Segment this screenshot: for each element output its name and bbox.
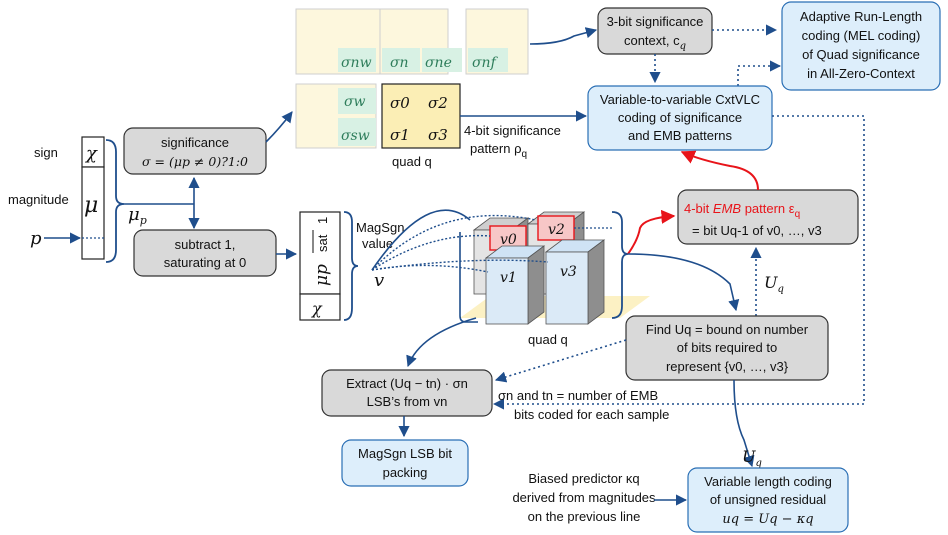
svg-text:σ = (μp ≠ 0)?1:0: σ = (μp ≠ 0)?1:0 [142,154,248,169]
v-solid-curve [371,209,471,271]
magsgn-label-2: value [362,236,393,251]
sigma-sw: σsw [341,128,370,144]
sigma-0: σ0 [390,94,410,112]
vlc-box: Variable-to-variable CxtVLC coding of si… [587,85,773,151]
svg-text:= bit Uq-1 of v0, …, v3: = bit Uq-1 of v0, …, v3 [692,223,822,238]
magnitude-label: magnitude [8,192,69,207]
quad-q-top-label: quad q [392,154,432,169]
v-to-v2 [371,214,537,271]
context-grid: σnw σn σne σnf σw σsw σ0 σ2 σ1 σ3 quad q [295,8,529,169]
arrow-quad-to-extract [406,317,477,368]
note-line-2: bits coded for each sample [514,407,669,422]
svg-text:3-bit significance: 3-bit significance [607,14,704,29]
sigma-nf: σnf [472,55,499,71]
svg-text:coding (MEL coding): coding (MEL coding) [802,28,921,43]
arrow-grid-to-context [529,27,598,45]
v2-label: v2 [548,222,565,238]
arrow-quad-to-find [627,253,740,312]
sigma-1: σ1 [390,126,410,144]
sign-label: sign [34,145,58,160]
quad-q-bottom-label: quad q [528,332,568,347]
red-emb-to-vlc [680,150,759,191]
v3-label: v3 [560,264,577,280]
uq-label-lower: Uq [742,447,762,469]
uq-label-upper: Uq [764,273,784,295]
sig4-label-1: 4-bit significance [464,123,561,138]
v1-label: v1 [500,270,517,286]
svg-text:represent {v0, …, v3}: represent {v0, …, v3} [666,359,789,374]
arrow-sig-to-grid [265,111,293,143]
stack-brace [343,211,359,321]
svg-text:Find Uq = bound on number: Find Uq = bound on number [646,322,809,337]
svg-text:Variable-to-variable CxtVLC: Variable-to-variable CxtVLC [600,92,760,107]
svg-text:subtract 1,: subtract 1, [175,237,236,252]
svg-text:saturating at 0: saturating at 0 [164,255,246,270]
extract-box: Extract (Uq − tn) · σn LSB’s from vn [321,369,493,417]
svg-text:coding of significance: coding of significance [618,110,742,125]
svg-text:LSB’s from vn: LSB’s from vn [367,394,448,409]
svg-text:sat: sat [315,234,330,252]
sigma-n: σn [390,55,409,71]
svg-text:uq = Uq − κq: uq = Uq − κq [722,512,813,527]
svg-text:MagSgn LSB bit: MagSgn LSB bit [358,446,452,461]
sign-magnitude-block: sign magnitude χ μ p [8,136,105,260]
svg-text:Adaptive Run-Length: Adaptive Run-Length [800,9,922,24]
context-box: 3-bit significance context, cq [597,7,713,55]
sig4-label-2: pattern ρq [470,141,527,160]
sigma-nw: σnw [341,55,372,71]
pred-line-3: on the previous line [528,509,641,524]
residual-box: Variable length coding of unsigned resid… [687,467,849,533]
svg-text:context, cq: context, cq [624,33,686,52]
magsgn-stack: μp sat 1 χ [299,211,341,321]
dotted-vlc-to-mel [737,60,782,86]
svg-text:of bits required to: of bits required to [677,340,777,355]
dotted-vlc-to-extract [492,115,865,410]
p-symbol: p [30,228,42,249]
sigma-2: σ2 [428,94,448,112]
svg-text:1: 1 [315,217,330,224]
quad-brace-left [459,232,478,323]
pred-line-1: Biased predictor κq [528,471,639,486]
magsgn-label-1: MagSgn [356,220,404,235]
sigma-w: σw [344,94,366,110]
svg-text:μp: μp [312,264,332,286]
arrow-find-to-residual [733,379,755,468]
sigma-ne: σne [425,55,452,71]
magnitude-cell [81,166,105,260]
svg-text:and EMB patterns: and EMB patterns [628,128,733,143]
quad-q-box [381,83,461,149]
sigma-3: σ3 [428,126,448,144]
mu-p-label: μp [128,204,147,227]
quad-cubes: v0 v2 v1 v3 [460,211,650,325]
red-quad-to-emb [627,209,676,255]
v-label: v [374,270,384,291]
v-to-v0 [371,234,491,271]
find-uq-box: Find Uq = bound on number of bits requir… [625,315,829,381]
svg-text:significance: significance [161,135,229,150]
svg-text:Variable length coding: Variable length coding [704,474,832,489]
mu-symbol: μ [84,193,98,218]
pred-line-2: derived from magnitudes [512,490,656,505]
v0-label: v0 [500,232,517,248]
svg-text:4-bit EMB pattern εq: 4-bit EMB pattern εq [684,201,800,220]
v-to-v1 [371,264,489,273]
mel-box: Adaptive Run-Length coding (MEL coding) … [781,1,941,91]
significance-box: significance σ = (μp ≠ 0)?1:0 [123,127,267,175]
v-to-v3 [371,259,549,271]
svg-text:of Quad significance: of Quad significance [802,47,920,62]
pack-box: MagSgn LSB bit packing [341,439,469,487]
svg-text:in All-Zero-Context: in All-Zero-Context [807,66,915,81]
chi-symbol: χ [84,143,98,164]
svg-text:of unsigned residual: of unsigned residual [710,492,826,507]
svg-text:packing: packing [383,465,428,480]
emb-box: 4-bit EMB pattern εq = bit Uq-1 of v0, …… [677,189,859,245]
svg-text:Extract (Uq − tn) · σn: Extract (Uq − tn) · σn [346,376,468,391]
subtract-box: subtract 1, saturating at 0 [133,229,277,277]
magnitude-brace [105,139,125,263]
note-line-1: σn and tn = number of EMB [498,388,658,403]
svg-text:χ: χ [311,299,323,318]
